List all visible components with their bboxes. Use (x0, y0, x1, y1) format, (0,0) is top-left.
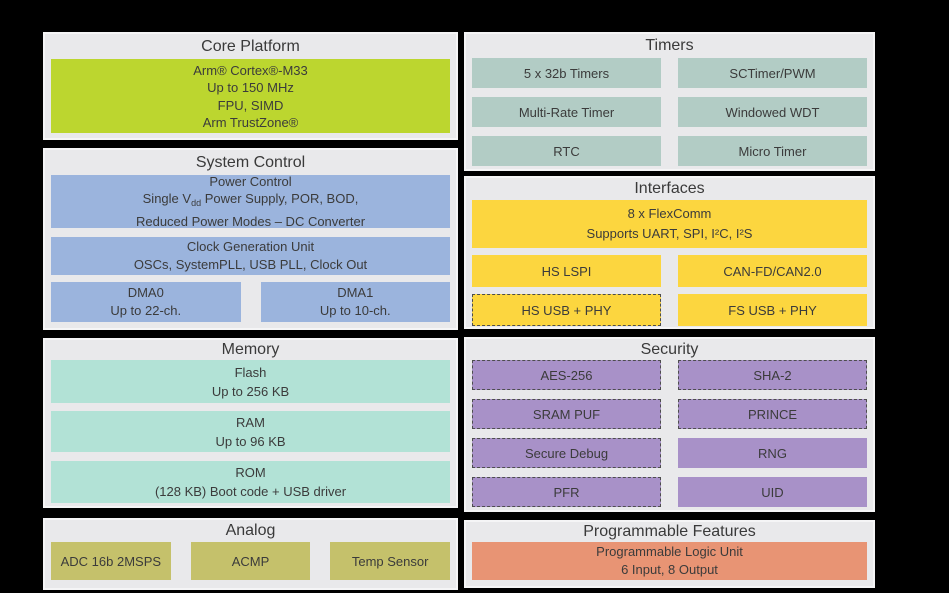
block-can-fd: CAN-FD/CAN2.0 (678, 255, 867, 287)
block-line: (128 KB) Boot code + USB driver (154, 484, 347, 499)
block-line: FPU, SIMD (217, 97, 284, 113)
block-line: Up to 150 MHz (207, 80, 294, 95)
block-sctimer-pwm: SCTimer/PWM (678, 58, 867, 88)
block-adc: ADC 16b 2MSPS (51, 542, 171, 580)
block-uid: UID (678, 477, 867, 507)
block-secure-debug: Secure Debug (472, 438, 661, 468)
block-dma1: DMA1 Up to 10-ch. (260, 282, 450, 322)
panel-memory: Memory Flash Up to 256 KB RAM Up to 96 K… (43, 338, 458, 508)
block-windowed-wdt: Windowed WDT (678, 97, 867, 127)
block-arm-cortex-m33: Arm® Cortex®-M33 Up to 150 MHz FPU, SIMD… (51, 59, 450, 133)
block-line: DMA0 (127, 285, 164, 300)
block-line: Flash (234, 364, 267, 380)
security-grid: AES-256 SHA-2 SRAM PUF PRINCE Secure Deb… (472, 360, 867, 507)
block-hs-usb-phy: HS USB + PHY (472, 294, 661, 326)
block-clock-generation-unit: Clock Generation Unit OSCs, SystemPLL, U… (51, 237, 450, 275)
security-title: Security (640, 340, 699, 358)
panel-analog: Analog ADC 16b 2MSPS ACMP Temp Sensor (43, 518, 458, 590)
timers-title: Timers (645, 37, 694, 54)
block-pfr: PFR (472, 477, 661, 507)
core-platform-title: Core Platform (201, 37, 300, 55)
block-dma0: DMA0 Up to 22-ch. (51, 282, 241, 322)
block-line: OSCs, SystemPLL, USB PLL, Clock Out (133, 257, 368, 272)
panel-core-platform: Core Platform Arm® Cortex®-M33 Up to 150… (43, 32, 458, 140)
block-line: Arm® Cortex®-M33 (193, 62, 308, 78)
block-line: Up to 96 KB (215, 433, 286, 449)
block-rtc: RTC (472, 136, 661, 166)
block-power-control: Power Control Single Vdd Power Supply, P… (51, 173, 450, 229)
block-prince: PRINCE (678, 399, 867, 429)
memory-title: Memory (221, 341, 280, 358)
block-line: Clock Generation Unit (186, 239, 315, 254)
block-fs-usb-phy: FS USB + PHY (678, 294, 867, 326)
block-sha-2: SHA-2 (678, 360, 867, 390)
block-flexcomm: 8 x FlexComm Supports UART, SPI, I²C, I²… (472, 200, 867, 248)
block-ram: RAM Up to 96 KB (51, 411, 450, 452)
vdd-subscript: dd (191, 198, 202, 209)
block-acmp: ACMP (190, 542, 311, 580)
interfaces-title: Interfaces (634, 180, 705, 197)
block-hs-lspi: HS LSPI (472, 255, 661, 287)
block-line: Supports UART, SPI, I²C, I²S (586, 226, 753, 241)
block-line: Power Control (209, 173, 292, 189)
block-flash: Flash Up to 256 KB (51, 360, 450, 403)
block-rng: RNG (678, 438, 867, 468)
block-line: 6 Input, 8 Output (621, 562, 718, 577)
panel-programmable-features: Programmable Features Programmable Logic… (464, 520, 875, 588)
interfaces-grid: HS LSPI CAN-FD/CAN2.0 HS USB + PHY FS US… (472, 255, 867, 326)
block-line: Up to 10-ch. (319, 303, 391, 318)
block-line: Arm TrustZone® (202, 115, 299, 130)
block-aes-256: AES-256 (472, 360, 661, 390)
block-5x32b-timers: 5 x 32b Timers (472, 58, 661, 88)
block-line: Programmable Logic Unit (596, 544, 743, 559)
panel-security: Security AES-256 SHA-2 SRAM PUF PRINCE S… (464, 337, 875, 512)
system-control-title: System Control (195, 153, 306, 171)
analog-title: Analog (225, 522, 276, 539)
block-rom: ROM (128 KB) Boot code + USB driver (51, 461, 450, 503)
panel-interfaces: Interfaces 8 x FlexComm Supports UART, S… (464, 176, 875, 329)
analog-row: ADC 16b 2MSPS ACMP Temp Sensor (51, 542, 450, 580)
block-line: Up to 256 KB (211, 383, 290, 399)
block-line: Reduced Power Modes – DC Converter (135, 213, 366, 229)
panel-system-control: System Control Power Control Single Vdd … (43, 148, 458, 330)
block-temp-sensor: Temp Sensor (330, 542, 450, 580)
block-sram-puf: SRAM PUF (472, 399, 661, 429)
programmable-features-title: Programmable Features (583, 523, 756, 540)
block-line: DMA1 (337, 285, 374, 300)
block-line: 8 x FlexComm (627, 206, 712, 221)
block-micro-timer: Micro Timer (678, 136, 867, 166)
block-line: RAM (236, 414, 265, 430)
dma-row: DMA0 Up to 22-ch. DMA1 Up to 10-ch. (51, 282, 450, 322)
block-line: Single Vdd Power Supply, POR, BOD, (142, 191, 359, 209)
block-programmable-logic-unit: Programmable Logic Unit 6 Input, 8 Outpu… (472, 542, 867, 580)
timers-grid: 5 x 32b Timers SCTimer/PWM Multi-Rate Ti… (472, 58, 867, 166)
block-line: ROM (235, 465, 266, 480)
block-multi-rate-timer: Multi-Rate Timer (472, 97, 661, 127)
block-line: Up to 22-ch. (110, 303, 182, 318)
panel-timers: Timers 5 x 32b Timers SCTimer/PWM Multi-… (464, 32, 875, 171)
